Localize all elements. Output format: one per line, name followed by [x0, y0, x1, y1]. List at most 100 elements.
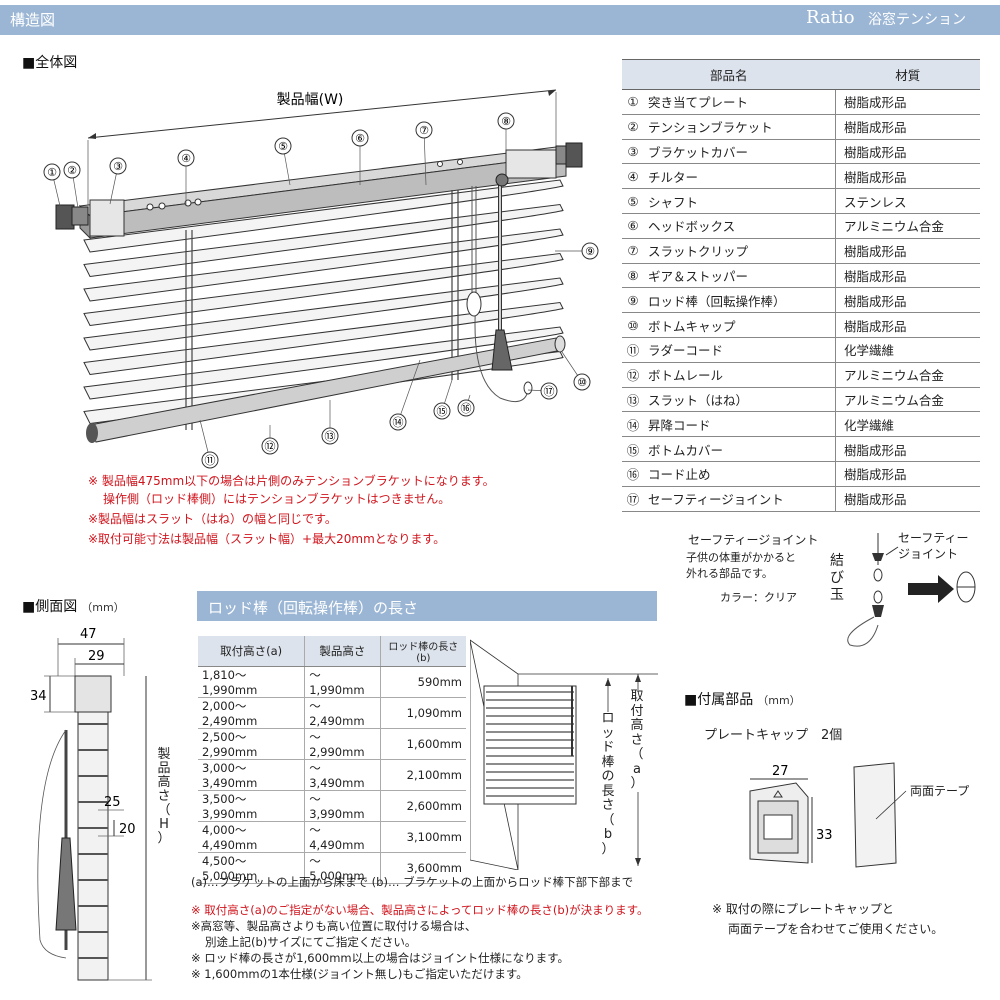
rod-header-bar — [197, 591, 657, 621]
rod-cell-h: ～2,490mm — [304, 697, 381, 729]
part-number: ⑬ — [622, 387, 644, 413]
part-number: ⑯ — [622, 461, 644, 487]
part-number: ⑦ — [622, 238, 644, 264]
part-name: ブラケットカバー — [644, 139, 836, 165]
rod-cell-a: 4,500～5,000mm — [198, 852, 305, 884]
accessory-illustration: 27 33 — [749, 762, 907, 868]
dim-25: 25 — [104, 795, 121, 810]
dim-27: 27 — [772, 764, 789, 779]
part-name: コード止め — [644, 461, 836, 487]
dim-47: 47 — [80, 627, 97, 642]
slat — [83, 228, 564, 302]
callout-number: ⑰ — [544, 385, 555, 398]
part-name: ボトムレール — [644, 362, 836, 388]
rod-header-a: 取付高さ(a) — [198, 636, 305, 667]
side-view-diagram: 47 29 34 25 20 — [30, 627, 152, 981]
rod-header-title: ロッド棒（回転操作棒）の長さ — [208, 599, 419, 617]
part-name: ラダーコード — [644, 337, 836, 363]
rod-note-4: ※ ロッド棒の長さが1,600mm以上の場合はジョイント仕様になります。 — [191, 951, 569, 965]
part-name: チルター — [644, 163, 836, 190]
parts-header-material: 材質 — [835, 59, 980, 90]
callout-circle — [177, 149, 195, 167]
callout-number: ⑬ — [325, 430, 336, 443]
rod-cell-b: 3,100mm — [379, 821, 466, 853]
callout-number: ⑫ — [265, 440, 276, 453]
accessory-note-2: 両面テープを合わせてご使用ください。 — [728, 922, 944, 936]
part-material: アルミニウム合金 — [835, 387, 980, 413]
rod-legend: (a)…ブラケットの上面から床まで (b)… ブラケットの上面からロッド棒下部下… — [191, 875, 634, 889]
safety-desc-2: 外れる部品です。 — [686, 567, 773, 580]
rod-cell-b: 3,600mm — [379, 852, 466, 884]
rod-cell-a: 2,000～2,490mm — [198, 697, 305, 729]
callout-circle — [457, 399, 475, 417]
slat — [83, 326, 564, 400]
callout-circle — [497, 112, 515, 130]
parts-header-row: 部品名 材質 — [622, 59, 980, 90]
part-name: セーフティージョイント — [644, 486, 836, 512]
callout-circle — [581, 242, 599, 260]
callout-number: ⑮ — [437, 405, 448, 418]
part-name: ヘッドボックス — [644, 213, 836, 239]
part-material: ステンレス — [835, 188, 980, 214]
callout-circle — [351, 129, 369, 147]
safety-label-2: ジョイント — [898, 547, 959, 561]
slat — [83, 203, 564, 278]
callout-circle — [43, 163, 61, 181]
rod-cell-b: 2,600mm — [379, 790, 466, 822]
callout-number: ④ — [181, 152, 191, 165]
accessory-item: プレートキャップ 2個 — [704, 728, 843, 743]
overall-note-3: ※製品幅はスラット（はね）の幅と同じです。 — [88, 512, 337, 526]
callout-number: ⑪ — [205, 454, 216, 467]
callout-number: ⑧ — [501, 115, 511, 128]
part-name: シャフト — [644, 188, 836, 214]
part-material: 樹脂成形品 — [835, 114, 980, 140]
part-material: アルミニウム合金 — [835, 362, 980, 388]
callout-number: ⑭ — [393, 416, 404, 429]
callout-leader — [423, 129, 427, 186]
part-name: ボトムカバー — [644, 436, 836, 462]
part-material: 樹脂成形品 — [835, 263, 980, 289]
rod-cell-b: 1,090mm — [379, 697, 466, 729]
callout-number: ⑦ — [419, 124, 429, 137]
side-section-title: ■側面図（mm） — [22, 599, 125, 615]
brand-name: Ratio — [806, 7, 855, 28]
part-name: テンションブラケット — [644, 114, 836, 140]
part-number: ① — [622, 89, 644, 115]
accessory-section-title: ■付属部品（mm） — [684, 692, 801, 708]
callout-leader — [397, 359, 421, 423]
header-bar — [0, 5, 1000, 35]
slat — [83, 252, 564, 327]
dim-29: 29 — [88, 649, 105, 664]
part-number: ⑫ — [622, 362, 644, 388]
safety-color: カラー：クリア — [720, 591, 797, 604]
callout-circle — [63, 161, 81, 179]
rod-length-table: 取付高さ(a) 製品高さ ロッド棒の長さ(b) 1,810～1,990mm～1,… — [198, 636, 466, 884]
callout-circle — [540, 382, 558, 400]
part-name: スラットクリップ — [644, 238, 836, 264]
part-number: ⑨ — [622, 287, 644, 314]
side-height-label: 製 品 高 さ （ H ） — [157, 747, 171, 846]
part-number: ⑩ — [622, 312, 644, 338]
label-b: ロ ッ ド 棒 の 長 さ （ b ） — [600, 711, 616, 857]
part-name: ボトムキャップ — [644, 312, 836, 338]
part-number: ⑪ — [622, 337, 644, 363]
rod-header-h: 製品高さ — [304, 636, 381, 667]
rod-cell-a: 3,500～3,990mm — [198, 790, 305, 822]
callout-number: ⑯ — [461, 402, 472, 415]
part-number: ② — [622, 114, 644, 140]
parts-header-name: 部品名 — [622, 59, 836, 90]
rod-header-b: ロッド棒の長さ(b) — [379, 636, 466, 667]
rod-note-2: ※高窓等、製品高さよりも高い位置に取付ける場合は、 — [191, 919, 477, 933]
part-name: ギア＆ストッパー — [644, 263, 836, 289]
part-material: 樹脂成形品 — [835, 238, 980, 264]
